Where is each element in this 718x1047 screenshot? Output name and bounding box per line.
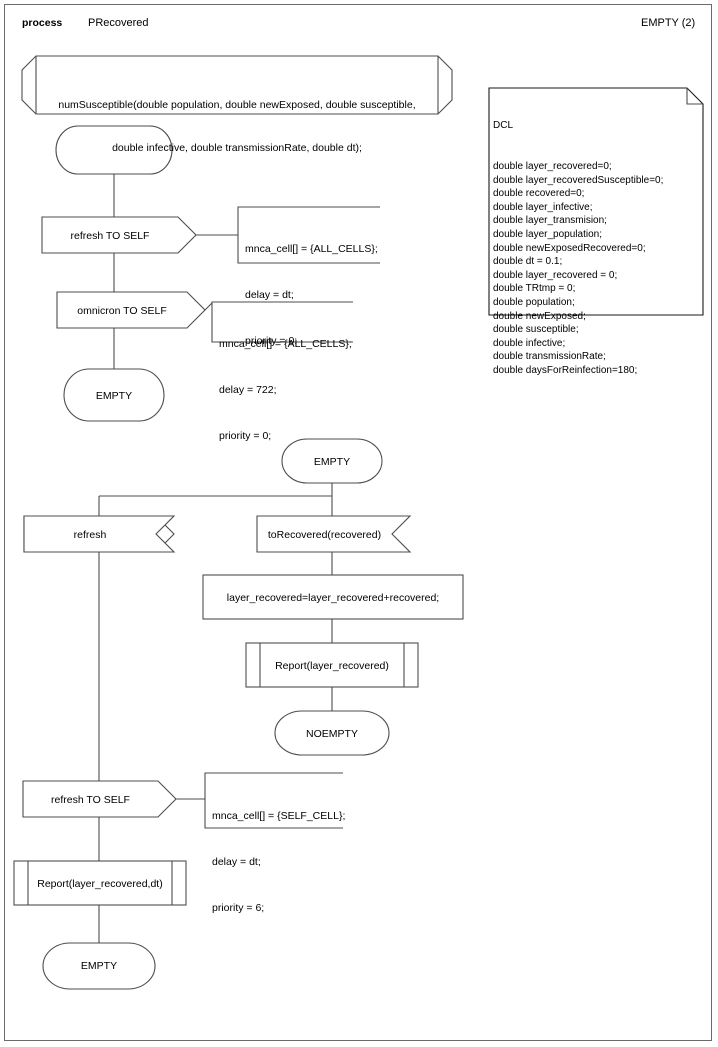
- comment-line-omnicron: [204, 302, 213, 311]
- comment-line: priority = 6;: [212, 901, 265, 914]
- comment-line: mnca_cell[] = {SELF_CELL};: [212, 810, 346, 823]
- call-report-1-shape: [245, 642, 419, 688]
- output-refresh-self-1-shape: [41, 216, 197, 254]
- call-report-2-shape: [13, 860, 187, 906]
- dcl-line: double daysForReinfection=180;: [493, 364, 638, 376]
- dcl-note-fold: [686, 88, 703, 105]
- dcl-line: double newExposedRecovered=0;: [493, 242, 646, 254]
- state-empty-3-shape: [42, 942, 156, 990]
- dcl-line: double layer_recoveredSusceptible=0;: [493, 174, 664, 186]
- page-title: PRecovered: [88, 17, 149, 29]
- state-noempty-shape: [274, 710, 390, 756]
- dcl-title: DCL: [493, 120, 514, 132]
- comment-omnicron-text: mnca_cell[] = {ALL_CELLS}; delay = 722; …: [219, 307, 352, 474]
- input-refresh-shape-body: [23, 515, 176, 553]
- dcl-line: double transmissionRate;: [493, 351, 606, 363]
- dcl-line: double dt = 0.1;: [493, 256, 563, 268]
- comment-line: priority = 0;: [245, 334, 298, 347]
- dcl-note-shape: [488, 87, 704, 316]
- state-count-label: EMPTY (2): [641, 17, 696, 29]
- state-empty-2-shape: [281, 438, 383, 484]
- procedure-declaration-shape: [21, 55, 453, 115]
- dcl-line: double layer_transmision;: [493, 215, 607, 227]
- dcl-line: double layer_recovered=0;: [493, 160, 612, 172]
- comment-bracket-omnicron: [211, 301, 353, 343]
- dcl-note-text: DCL double layer_recovered=0;double laye…: [493, 92, 699, 405]
- dcl-line: double layer_population;: [493, 228, 602, 240]
- comment-bracket-refresh-2: [204, 772, 343, 829]
- comment-line: delay = 722;: [219, 384, 277, 397]
- dcl-line: double susceptible;: [493, 324, 579, 336]
- dcl-line: double TRtmp = 0;: [493, 283, 576, 295]
- comment-line: priority = 0;: [219, 429, 272, 442]
- process-frame: [4, 4, 712, 1041]
- dcl-line: double layer_infective;: [493, 201, 593, 213]
- dcl-line: double population;: [493, 296, 575, 308]
- input-to-recovered-shape: [256, 515, 412, 553]
- comment-line: delay = dt;: [245, 289, 294, 302]
- comment-refresh-1-text: mnca_cell[] = {ALL_CELLS}; delay = dt; p…: [245, 212, 378, 379]
- start-state-shape: [55, 125, 173, 175]
- process-keyword-label: process: [22, 17, 63, 29]
- output-omnicron-self-shape: [56, 291, 206, 329]
- comment-line: mnca_cell[] = {ALL_CELLS};: [245, 243, 378, 256]
- task-layer-recovered-shape: [202, 574, 464, 620]
- dcl-lines-container: double layer_recovered=0;double layer_re…: [493, 160, 699, 378]
- dcl-line: double layer_recovered = 0;: [493, 269, 618, 281]
- state-empty-1-shape: [63, 368, 165, 422]
- dcl-line: double recovered=0;: [493, 188, 585, 200]
- comment-line: delay = dt;: [212, 856, 261, 869]
- comment-line: mnca_cell[] = {ALL_CELLS};: [219, 338, 352, 351]
- comment-refresh-2-text: mnca_cell[] = {SELF_CELL}; delay = dt; p…: [212, 779, 346, 946]
- dcl-line: double newExposed;: [493, 310, 586, 322]
- dcl-line: double infective;: [493, 337, 566, 349]
- comment-bracket-refresh-1: [237, 206, 380, 264]
- output-refresh-self-2-shape: [22, 780, 177, 818]
